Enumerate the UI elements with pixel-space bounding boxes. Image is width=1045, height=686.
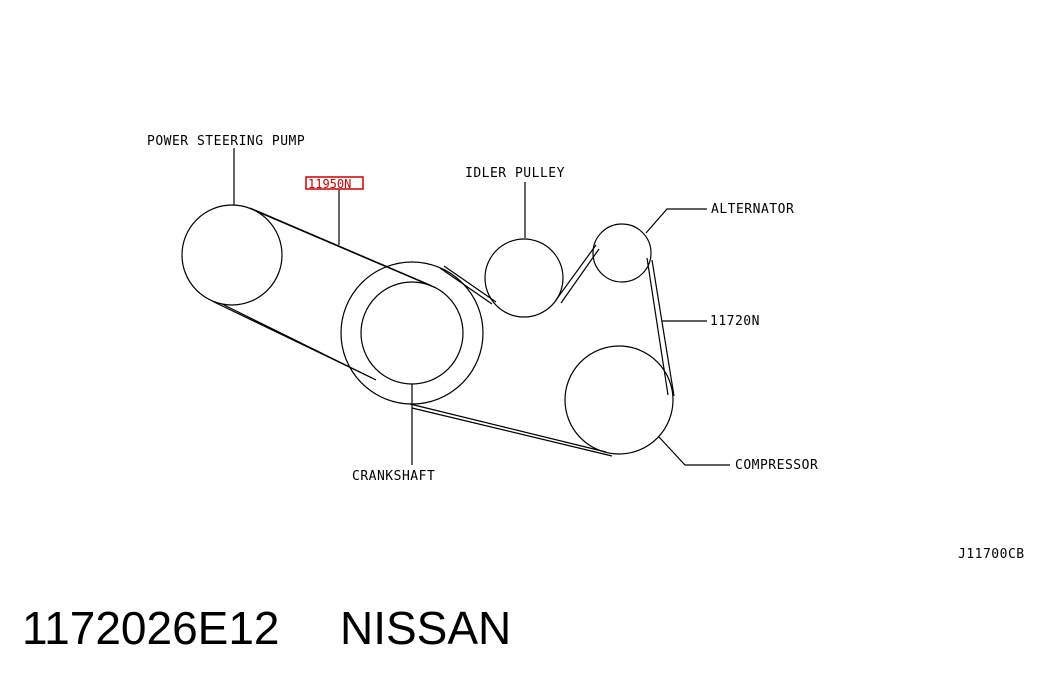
label-alternator: ALTERNATOR <box>711 202 794 217</box>
idler-pulley <box>484 238 564 318</box>
label-crankshaft: CRANKSHAFT <box>352 469 435 484</box>
label-11720n: 11720N <box>710 314 760 329</box>
belt-11950n <box>211 207 437 381</box>
brand-name: NISSAN <box>340 602 512 654</box>
compressor-pulley <box>564 345 674 455</box>
label-figure-code: J11700CB <box>958 547 1025 562</box>
crankshaft-pulley-inner <box>360 281 464 385</box>
leader-lines <box>233 148 730 466</box>
label-11950n: 11950N <box>308 177 351 191</box>
label-compressor: COMPRESSOR <box>735 458 818 473</box>
highlight-box <box>305 176 364 190</box>
label-idler-pulley: IDLER PULLEY <box>465 166 565 181</box>
power-steering-pump-pulley <box>181 204 283 306</box>
belt-11720n <box>409 244 675 457</box>
label-power-steering-pump: POWER STEERING PUMP <box>147 134 305 149</box>
alternator-pulley <box>592 223 652 283</box>
part-number: 1172026E12 <box>22 602 280 654</box>
